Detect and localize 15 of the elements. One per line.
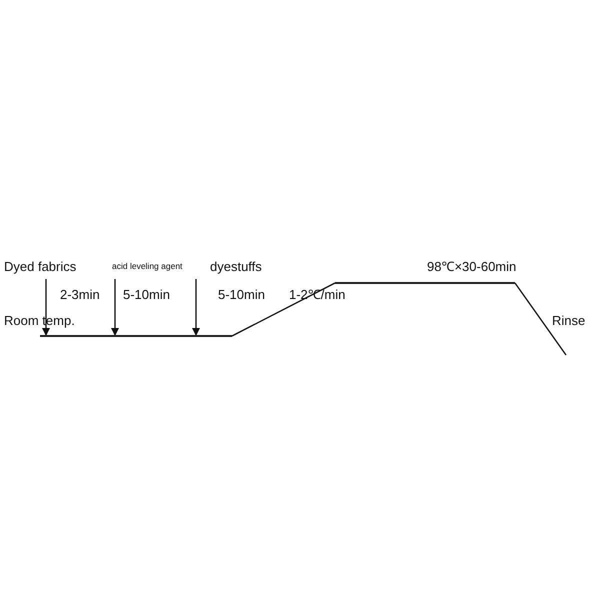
arrow bbox=[192, 279, 200, 336]
step-label: Dyed fabrics bbox=[4, 259, 88, 279]
arrow bbox=[42, 279, 50, 336]
annotation-label: 2-3min bbox=[60, 287, 100, 304]
annotation-label: 5-10min bbox=[123, 287, 170, 304]
annotation-label: 5-10min bbox=[218, 287, 265, 304]
temperature-line bbox=[335, 282, 515, 284]
annotation-label: Rinse bbox=[552, 313, 586, 330]
step-label: acid leveling agent bbox=[112, 261, 184, 279]
profile-line bbox=[232, 282, 336, 337]
annotation-label: 98℃×30-60min bbox=[427, 259, 516, 276]
arrow bbox=[111, 279, 119, 336]
temperature-line bbox=[40, 335, 232, 337]
profile-line bbox=[514, 282, 567, 356]
step-label: dyestuffs bbox=[192, 259, 284, 279]
